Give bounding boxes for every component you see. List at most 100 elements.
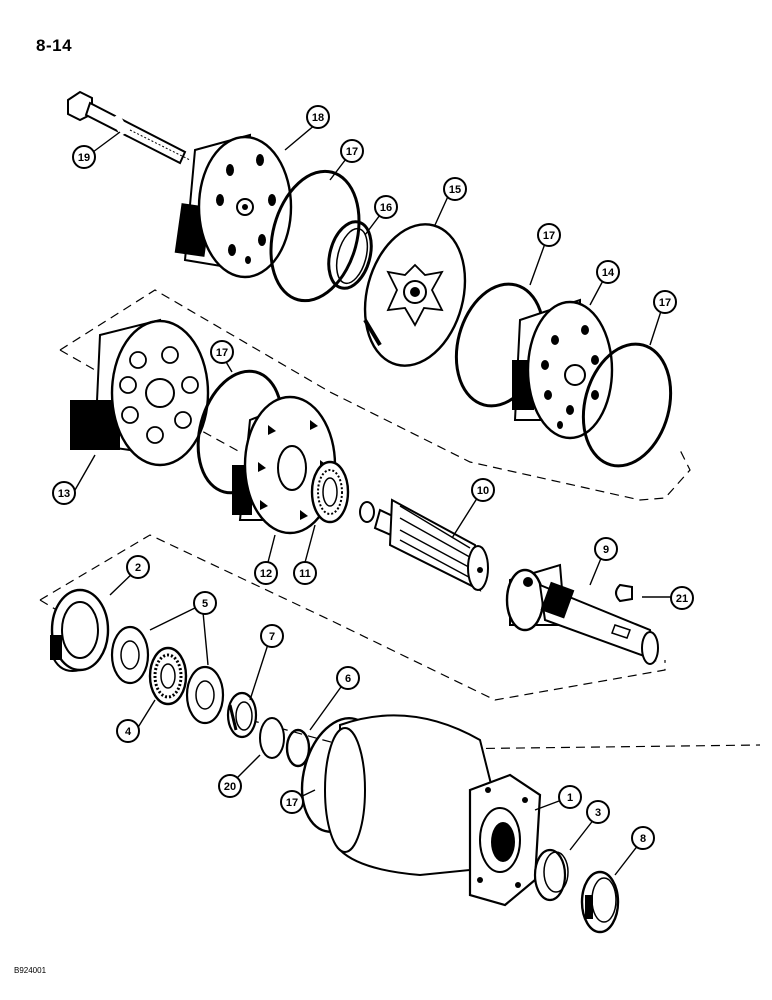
callout-17: 17: [653, 290, 677, 314]
callout-2: 2: [126, 555, 150, 579]
callout-circle: [306, 105, 330, 129]
callout-label: 7: [269, 631, 275, 643]
callout-circle: [260, 624, 284, 648]
part-5-thrust-washer: [110, 625, 225, 725]
callout-15: 15: [443, 177, 467, 201]
part-21-key: [615, 583, 633, 603]
part-8-dust-seal: [580, 870, 620, 934]
part-18-end-cover: [174, 133, 293, 279]
callout-3: 3: [586, 800, 610, 824]
callout-circle: [52, 481, 76, 505]
callout-label: 16: [380, 202, 392, 214]
callout-circle: [280, 790, 304, 814]
callout-17: 17: [340, 139, 364, 163]
part-1-housing: [324, 714, 542, 907]
callout-17: 17: [280, 790, 304, 814]
callout-6: 6: [336, 666, 360, 690]
upper-group-outline: [59, 289, 691, 501]
callout-9: 9: [594, 537, 618, 561]
callout-label: 17: [286, 797, 298, 809]
callout-label: 9: [603, 544, 609, 556]
callout-label: 8: [640, 833, 646, 845]
callout-label: 1: [567, 792, 573, 804]
page-number: 8-14: [36, 36, 73, 55]
callout-label: 17: [346, 146, 358, 158]
part-17-oring-top: [269, 169, 361, 303]
part-17-oring-right: [581, 342, 673, 468]
callout-circle: [596, 260, 620, 284]
callout-circle: [443, 177, 467, 201]
callout-label: 20: [224, 781, 236, 793]
part-4-thrust-bearing: [148, 646, 188, 706]
callout-label: 2: [135, 562, 141, 574]
callout-label: 10: [477, 485, 489, 497]
callout-8: 8: [631, 826, 655, 850]
callout-circle: [586, 800, 610, 824]
callout-label: 3: [595, 807, 601, 819]
callout-label: 17: [216, 347, 228, 359]
part-19-bolt: [67, 90, 191, 165]
callout-4: 4: [116, 719, 140, 743]
callout-circle: [631, 826, 655, 850]
callout-5: 5: [193, 591, 217, 615]
callout-16: 16: [374, 195, 398, 219]
callout-18: 18: [306, 105, 330, 129]
part-7-backup-ring: [226, 691, 258, 739]
callout-label: 15: [449, 184, 461, 196]
callout-17: 17: [537, 223, 561, 247]
part-10-drive-link: [359, 498, 489, 592]
part-2-shaft-seal: [50, 588, 110, 672]
lower-group-outline: [39, 534, 666, 701]
callout-label: 4: [125, 726, 132, 738]
callout-7: 7: [260, 624, 284, 648]
callout-circle: [336, 666, 360, 690]
callout-circle: [210, 340, 234, 364]
part-9-output-shaft: [505, 563, 659, 665]
callout-circle: [116, 719, 140, 743]
part-20-washer: [259, 717, 285, 759]
part-13-cylinder-block: [70, 318, 210, 467]
callout-10: 10: [471, 478, 495, 502]
callout-balloons: 1234567891011121314151617171717171819202…: [52, 105, 694, 850]
callout-19: 19: [72, 145, 96, 169]
part-16-seal-ring: [327, 220, 373, 290]
callout-circle: [670, 586, 694, 610]
callout-label: 18: [312, 112, 324, 124]
part-6-oring: [285, 728, 311, 768]
callout-circle: [594, 537, 618, 561]
part-14-gerotor-set: [512, 298, 614, 440]
callout-label: 14: [602, 267, 615, 279]
callout-circle: [218, 774, 242, 798]
callout-label: 17: [659, 297, 671, 309]
callout-label: 5: [202, 598, 208, 610]
part-11-thrust-bearing: [310, 460, 350, 524]
callout-11: 11: [293, 561, 317, 585]
callout-label: 11: [299, 568, 311, 580]
callout-12: 12: [254, 561, 278, 585]
callout-1: 1: [558, 785, 582, 809]
callout-label: 6: [345, 673, 351, 685]
callout-circle: [537, 223, 561, 247]
callout-13: 13: [52, 481, 76, 505]
callout-circle: [293, 561, 317, 585]
callout-circle: [558, 785, 582, 809]
callout-circle: [374, 195, 398, 219]
callout-label: 17: [543, 230, 555, 242]
callout-21: 21: [670, 586, 694, 610]
callout-circle: [254, 561, 278, 585]
callout-label: 12: [260, 568, 272, 580]
callout-label: 21: [676, 593, 688, 605]
callout-circle: [340, 139, 364, 163]
callout-circle: [471, 478, 495, 502]
callout-14: 14: [596, 260, 620, 284]
callout-circle: [193, 591, 217, 615]
figure-code: B924001: [14, 966, 47, 975]
part-15-valve-plate: [363, 223, 467, 367]
callout-circle: [126, 555, 150, 579]
part-3-needle-bearing: [533, 848, 569, 902]
callout-circle: [653, 290, 677, 314]
callout-17: 17: [210, 340, 234, 364]
callout-label: 13: [58, 488, 70, 500]
